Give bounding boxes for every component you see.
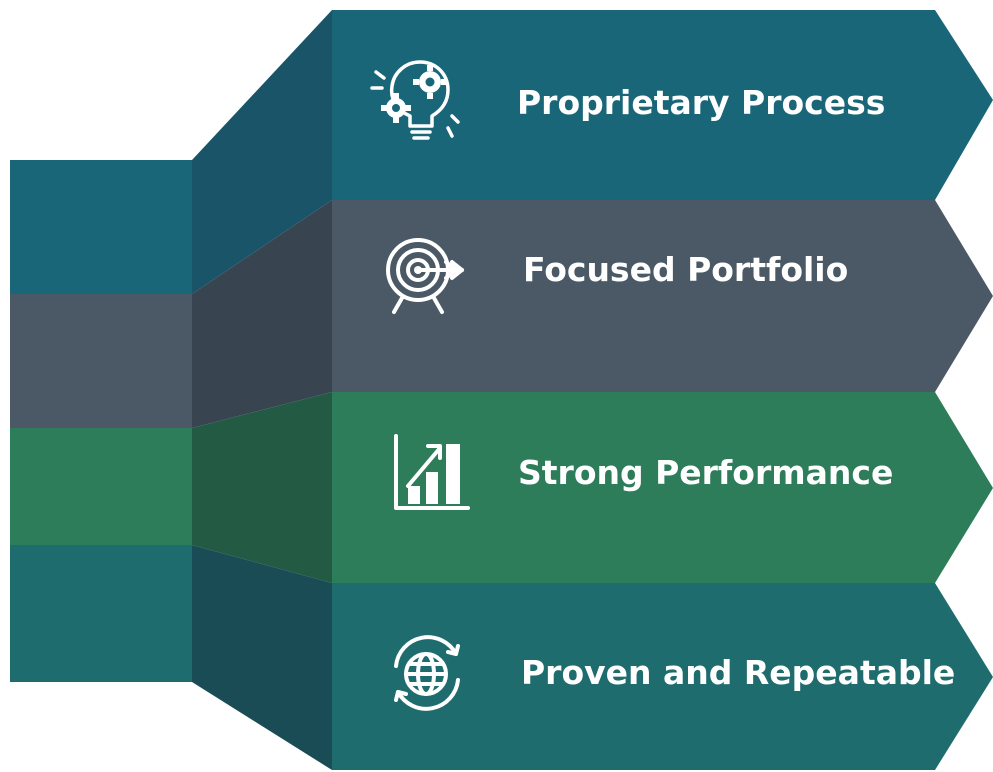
step-label-proven-and-repeatable: Proven and Repeatable (521, 653, 956, 692)
connector-focused-portfolio (192, 200, 332, 428)
bar-chart-growth-icon (394, 434, 470, 510)
target-arrow-icon (386, 238, 464, 314)
globe-cycle-icon (394, 635, 460, 711)
stub-focused-portfolio (10, 294, 192, 428)
connector-proprietary-process (192, 10, 332, 294)
stub-proprietary-process (10, 160, 192, 294)
panel-strong-performance (332, 392, 993, 583)
connector-proven-and-repeatable (192, 545, 332, 770)
step-label-proprietary-process: Proprietary Process (517, 83, 886, 122)
step-label-strong-performance: Strong Performance (518, 453, 894, 492)
stub-strong-performance (10, 428, 192, 545)
stub-proven-and-repeatable (10, 545, 192, 682)
panel-focused-portfolio (332, 200, 993, 392)
connector-strong-performance (192, 392, 332, 583)
lightbulb-gears-icon (370, 60, 460, 140)
panel-proprietary-process (332, 10, 993, 200)
panel-proven-and-repeatable (332, 583, 993, 770)
step-label-focused-portfolio: Focused Portfolio (523, 250, 849, 289)
